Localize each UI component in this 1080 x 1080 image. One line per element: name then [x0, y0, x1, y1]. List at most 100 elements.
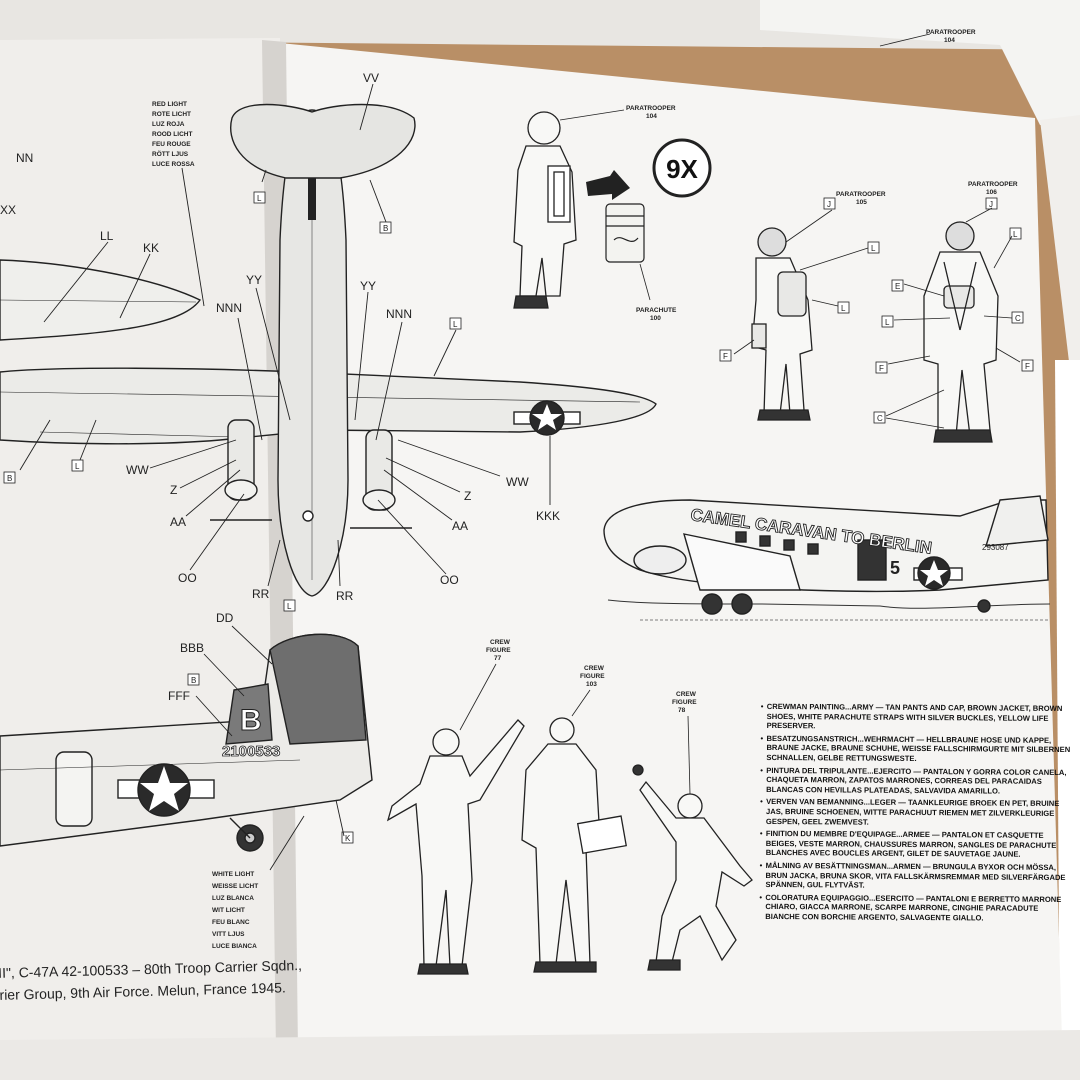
- svg-text:105: 105: [856, 199, 867, 206]
- box-b-3: B: [191, 676, 196, 685]
- svg-text:LUZ ROJA: LUZ ROJA: [152, 121, 185, 128]
- svg-text:WHITE LIGHT: WHITE LIGHT: [212, 871, 254, 878]
- box-l-2: L: [453, 320, 458, 329]
- instruction-dutch: VERVEN VAN BEMANNING...LEGER — TAANKLEUR…: [760, 797, 1075, 828]
- box-c-1: C: [1015, 314, 1021, 323]
- aircraft-side-illustration: [603, 495, 1051, 621]
- box-j-1: J: [827, 200, 831, 209]
- svg-text:ROOD LICHT: ROOD LICHT: [152, 131, 192, 138]
- box-f-2: F: [879, 364, 884, 373]
- tail-letter: B: [240, 704, 262, 737]
- svg-text:CREW: CREW: [490, 639, 511, 646]
- instruction-swedish: MÅLNING AV BESÄTTNINGSMAN...ARMEN — BRUN…: [759, 861, 1074, 892]
- callout-z-right: Z: [464, 489, 471, 503]
- figure-labels: PARATROOPER 104 PARATROOPER 104 PARATROO…: [486, 29, 1018, 714]
- instruction-italian: COLORATURA EQUIPAGGIO...ESERCITO — PANTA…: [759, 893, 1074, 924]
- svg-text:LUCE BIANCA: LUCE BIANCA: [212, 943, 257, 950]
- red-light-legend: RED LIGHT ROTE LICHT LUZ ROJA ROOD LICHT…: [152, 101, 195, 168]
- svg-text:ROTE LICHT: ROTE LICHT: [152, 111, 191, 118]
- callout-yy-right: YY: [360, 279, 376, 293]
- white-light-legend: WHITE LIGHT WEISSE LICHT LUZ BLANCA WIT …: [212, 871, 258, 950]
- step-badge-label: 9X: [666, 154, 698, 184]
- svg-text:PARATROOPER: PARATROOPER: [836, 191, 886, 198]
- box-f-1: F: [723, 352, 728, 361]
- callout-aa-right: AA: [452, 519, 468, 533]
- svg-text:VITT LJUS: VITT LJUS: [212, 931, 245, 938]
- svg-text:PARATROOPER: PARATROOPER: [968, 181, 1018, 188]
- aircraft-top-view: [0, 103, 657, 597]
- parachute-100-part: [605, 203, 645, 263]
- paratrooper-104-figure: [513, 111, 577, 309]
- box-l-7: L: [841, 304, 846, 313]
- callout-fff: FFF: [168, 689, 190, 703]
- aircraft-side-view: B 2100533: [0, 633, 373, 852]
- svg-text:FEU BLANC: FEU BLANC: [212, 919, 250, 926]
- aircraft-code: 5: [890, 558, 900, 578]
- box-l-3: L: [75, 462, 80, 471]
- callout-ww-right: WW: [506, 475, 529, 489]
- callout-kk: KK: [143, 241, 159, 255]
- box-e: E: [895, 282, 900, 291]
- svg-text:78: 78: [678, 707, 686, 714]
- callout-xx: XX: [0, 203, 16, 217]
- left-page: [0, 38, 300, 1060]
- crew-figure-78: [632, 764, 753, 971]
- callout-ww-left: WW: [126, 463, 149, 477]
- callout-nn: NN: [16, 151, 33, 165]
- svg-text:103: 103: [586, 681, 597, 688]
- crew-figure-103: [521, 717, 627, 973]
- paratrooper-106-figure: [923, 221, 999, 443]
- svg-text:FIGURE: FIGURE: [486, 647, 511, 654]
- box-k: K: [345, 834, 351, 843]
- box-l-8: L: [885, 318, 890, 327]
- svg-text:77: 77: [494, 655, 502, 662]
- painting-instructions: CREWMAN PAINTING...ARMY — TAN PANTS AND …: [759, 702, 1076, 927]
- svg-text:104: 104: [944, 37, 955, 44]
- svg-text:FIGURE: FIGURE: [672, 699, 697, 706]
- callout-oo-right: OO: [440, 573, 459, 587]
- svg-text:WEISSE LICHT: WEISSE LICHT: [212, 883, 258, 890]
- svg-text:106: 106: [986, 189, 997, 196]
- callout-rr-left: RR: [252, 587, 270, 601]
- instruction-french: FINITION DU MEMBRE D'EQUIPAGE...ARMEE — …: [760, 829, 1075, 860]
- svg-text:RED LIGHT: RED LIGHT: [152, 101, 187, 108]
- crew-figure-77: [386, 719, 525, 975]
- svg-text:PARATROOPER: PARATROOPER: [626, 105, 676, 112]
- box-b-1: B: [383, 224, 388, 233]
- svg-text:100: 100: [650, 315, 661, 322]
- callout-rr-right: RR: [336, 589, 354, 603]
- svg-text:LUZ BLANCA: LUZ BLANCA: [212, 895, 254, 902]
- callout-z-left: Z: [170, 483, 177, 497]
- callout-oo-left: OO: [178, 571, 197, 585]
- svg-text:PARATROOPER: PARATROOPER: [926, 29, 976, 36]
- paratrooper-105-figure: [751, 227, 813, 421]
- aircraft-serial: 293087: [982, 543, 1009, 552]
- box-l-5: L: [871, 244, 876, 253]
- svg-text:LUCE ROSSA: LUCE ROSSA: [152, 161, 195, 168]
- svg-text:104: 104: [646, 113, 657, 120]
- callout-vv: VV: [363, 71, 379, 85]
- instruction-english: CREWMAN PAINTING...ARMY — TAN PANTS AND …: [761, 702, 1076, 733]
- svg-text:WIT LICHT: WIT LICHT: [212, 907, 245, 914]
- box-c-2: C: [877, 414, 883, 423]
- arrow-icon: [586, 170, 630, 200]
- box-f-3: F: [1025, 362, 1030, 371]
- instruction-german: BESATZUNGSANSTRICH...WEHRMACHT — HELLBRA…: [760, 734, 1075, 765]
- box-l-1: L: [257, 194, 262, 203]
- step-badge: [652, 138, 712, 198]
- callout-kkk: KKK: [536, 509, 560, 523]
- svg-text:CREW: CREW: [676, 691, 697, 698]
- callout-yy-left: YY: [246, 273, 262, 287]
- callout-ll: LL: [100, 229, 114, 243]
- svg-text:FEU ROUGE: FEU ROUGE: [152, 141, 191, 148]
- box-l-6: L: [1013, 230, 1018, 239]
- tail-serial: 2100533: [222, 743, 280, 760]
- box-l-4: L: [287, 602, 292, 611]
- box-b-2: B: [7, 474, 12, 483]
- callout-aa-left: AA: [170, 515, 186, 529]
- svg-text:PARACHUTE: PARACHUTE: [636, 307, 677, 314]
- callout-bbb: BBB: [180, 641, 204, 655]
- callout-nnn-left: NNN: [216, 301, 242, 315]
- instruction-spanish: PINTURA DEL TRIPULANTE...EJERCITO — PANT…: [760, 765, 1075, 796]
